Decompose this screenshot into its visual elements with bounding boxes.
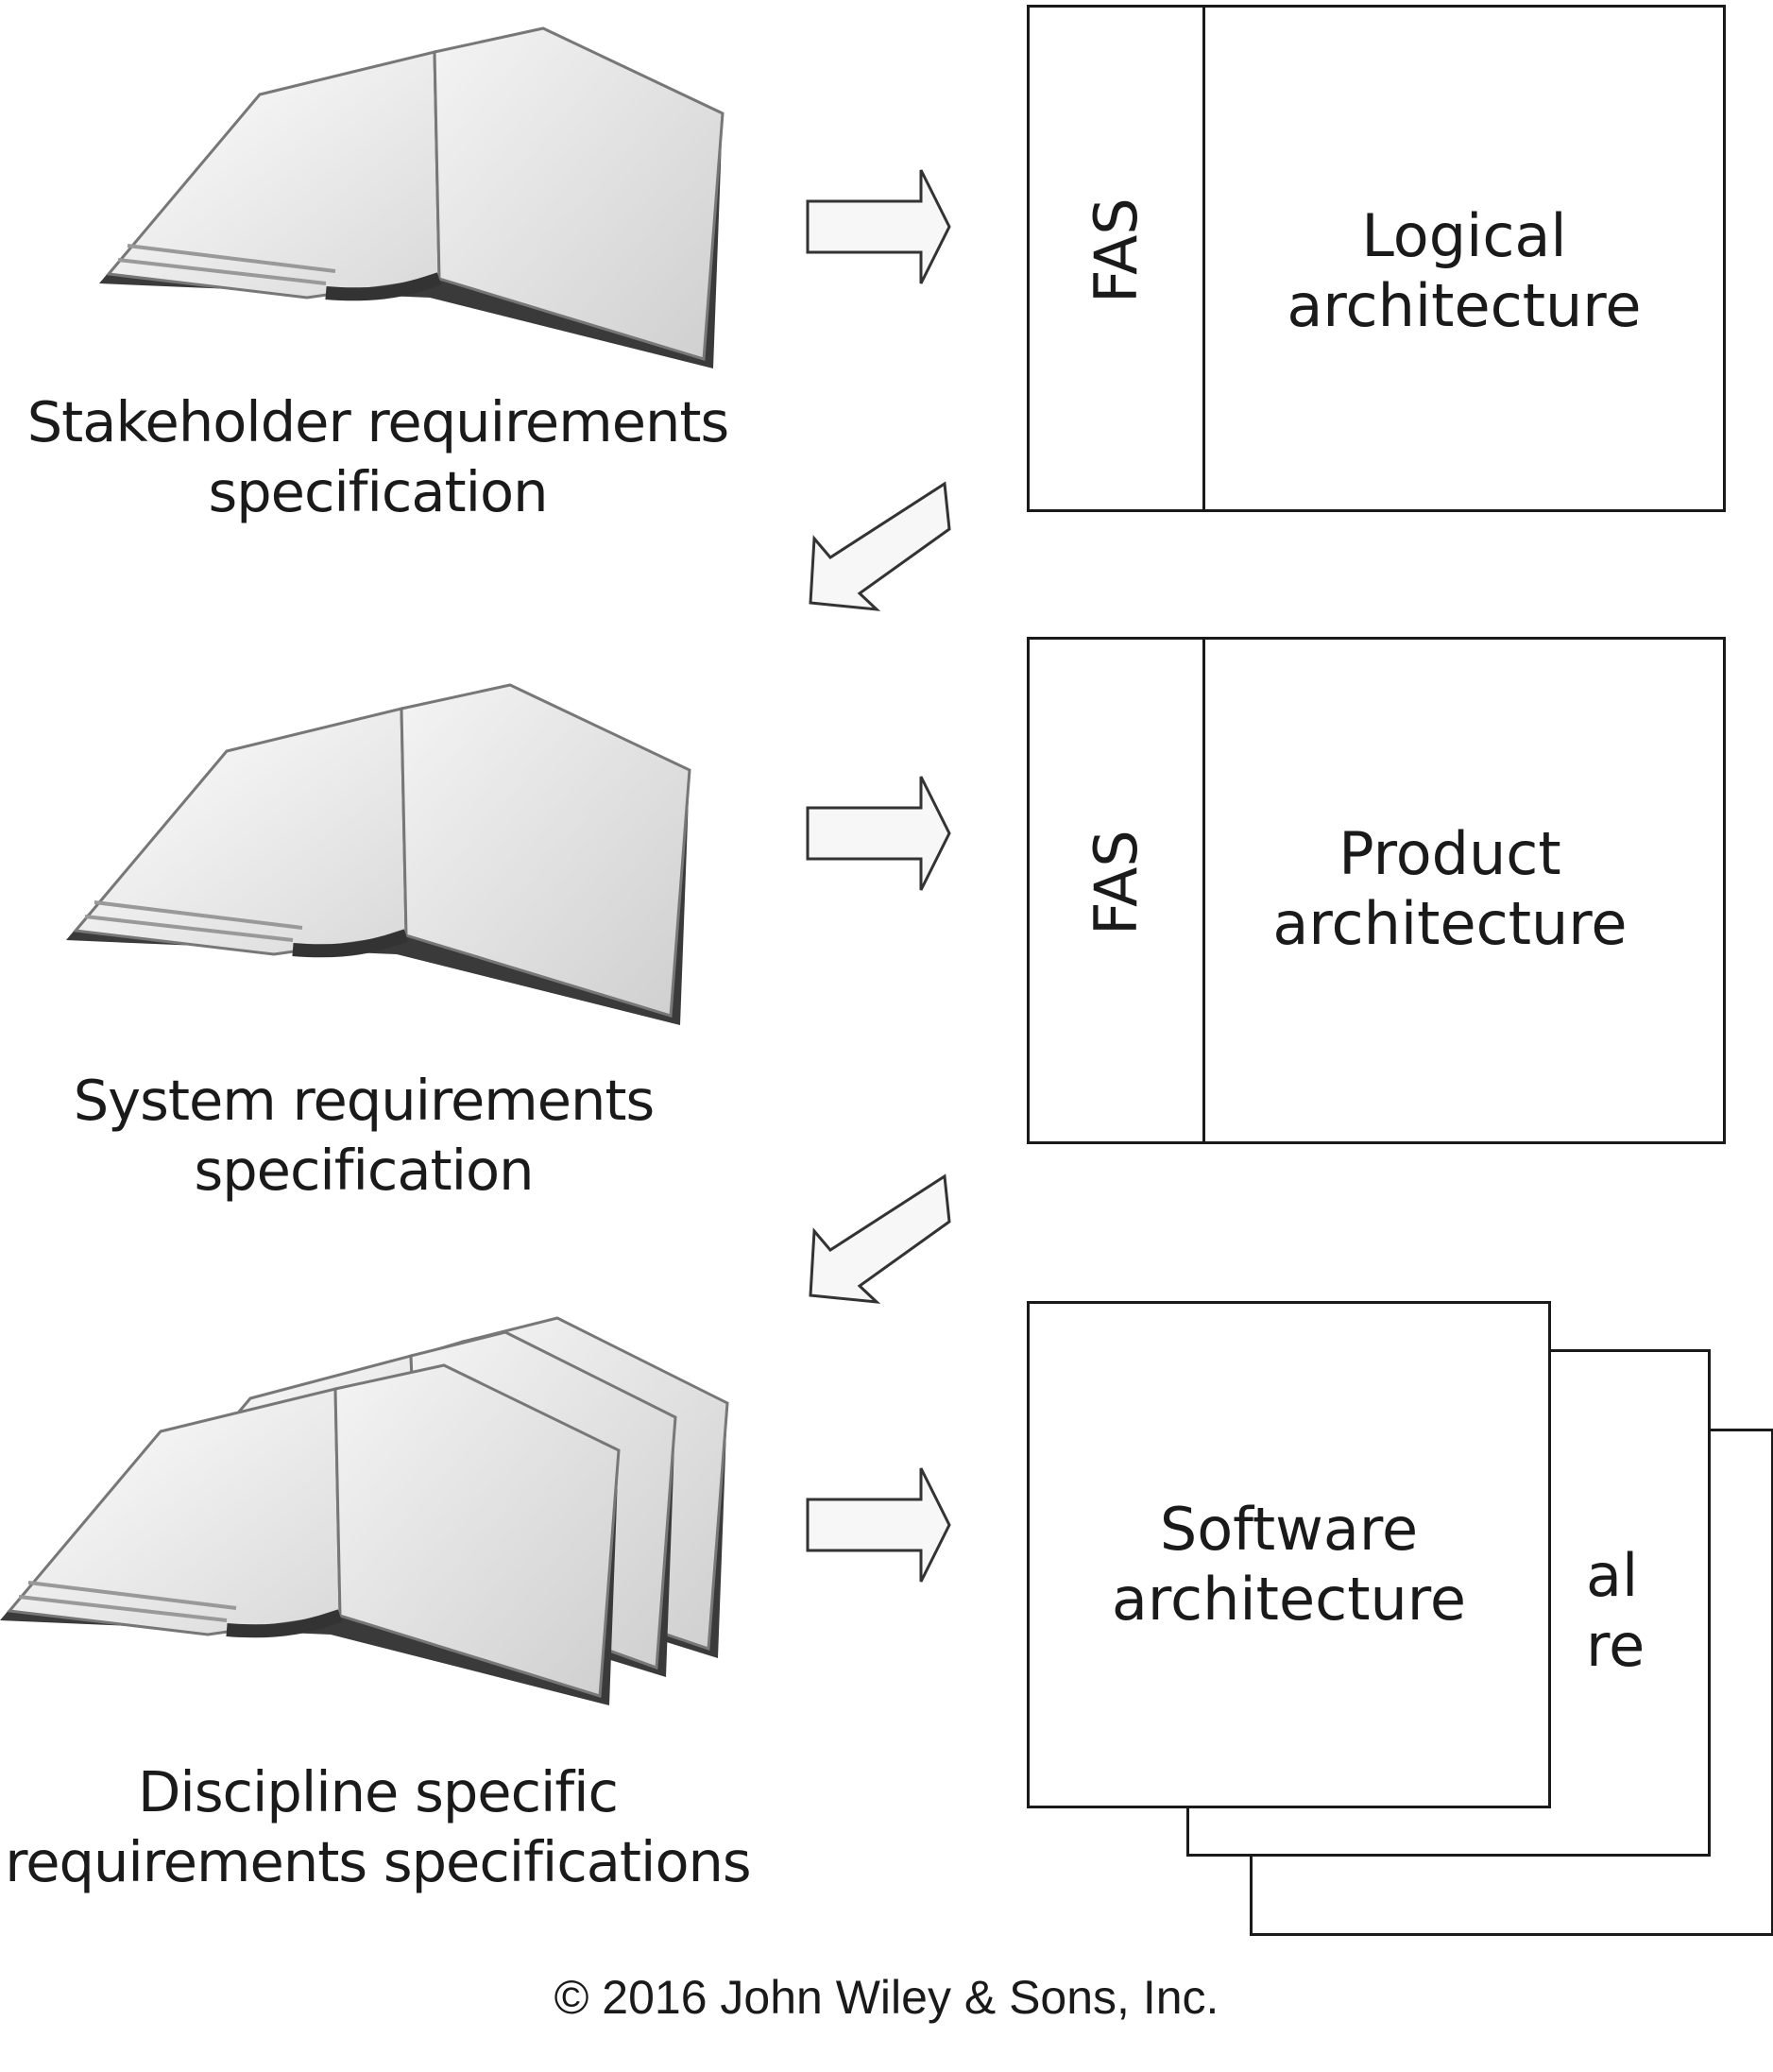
product-title-line2: architecture bbox=[1272, 889, 1628, 958]
software-title-line1: Software bbox=[1159, 1495, 1419, 1564]
hidden-architecture-title-fragment: al re bbox=[1510, 1541, 1680, 1681]
software-title-line2: architecture bbox=[1111, 1565, 1467, 1634]
fas-divider bbox=[1202, 8, 1205, 509]
fas-label: FAS bbox=[1082, 197, 1151, 303]
discipline-requirements-label: Discipline specific requirements specifi… bbox=[0, 1757, 756, 1897]
fas-label: FAS bbox=[1082, 830, 1151, 935]
diagonal-arrow-icon-1 bbox=[809, 481, 951, 611]
logical-architecture-box: FAS Logical architecture bbox=[1027, 5, 1726, 512]
diagonal-arrow-icon-2 bbox=[809, 1173, 951, 1304]
system-label-line1: System requirements bbox=[73, 1068, 656, 1133]
stakeholder-label-line2: specification bbox=[208, 459, 548, 524]
system-label-line2: specification bbox=[194, 1138, 534, 1203]
product-architecture-title: Product architecture bbox=[1209, 819, 1691, 959]
fas-divider bbox=[1202, 640, 1205, 1141]
discipline-label-line1: Discipline specific bbox=[138, 1759, 619, 1824]
fragment-line1: al bbox=[1586, 1541, 1639, 1610]
logical-title-line2: architecture bbox=[1287, 271, 1642, 340]
system-requirements-label: System requirements specification bbox=[0, 1066, 727, 1206]
software-architecture-box: Software architecture bbox=[1027, 1301, 1551, 1808]
stakeholder-requirements-label: Stakeholder requirements specification bbox=[0, 387, 756, 527]
right-arrow-icon-1 bbox=[806, 169, 951, 284]
product-title-line1: Product bbox=[1338, 819, 1561, 888]
right-arrow-icon-2 bbox=[806, 776, 951, 891]
software-architecture-title: Software architecture bbox=[1030, 1495, 1548, 1635]
copyright-notice: © 2016 John Wiley & Sons, Inc. bbox=[554, 1971, 1219, 2024]
fragment-line2: re bbox=[1586, 1611, 1645, 1680]
right-arrow-icon-3 bbox=[806, 1467, 951, 1583]
discipline-label-line2: requirements specifications bbox=[5, 1829, 751, 1894]
stakeholder-label-line1: Stakeholder requirements bbox=[26, 389, 730, 454]
logical-architecture-title: Logical architecture bbox=[1209, 201, 1719, 341]
product-architecture-box: FAS Product architecture bbox=[1027, 637, 1726, 1144]
logical-title-line1: Logical bbox=[1361, 201, 1567, 270]
